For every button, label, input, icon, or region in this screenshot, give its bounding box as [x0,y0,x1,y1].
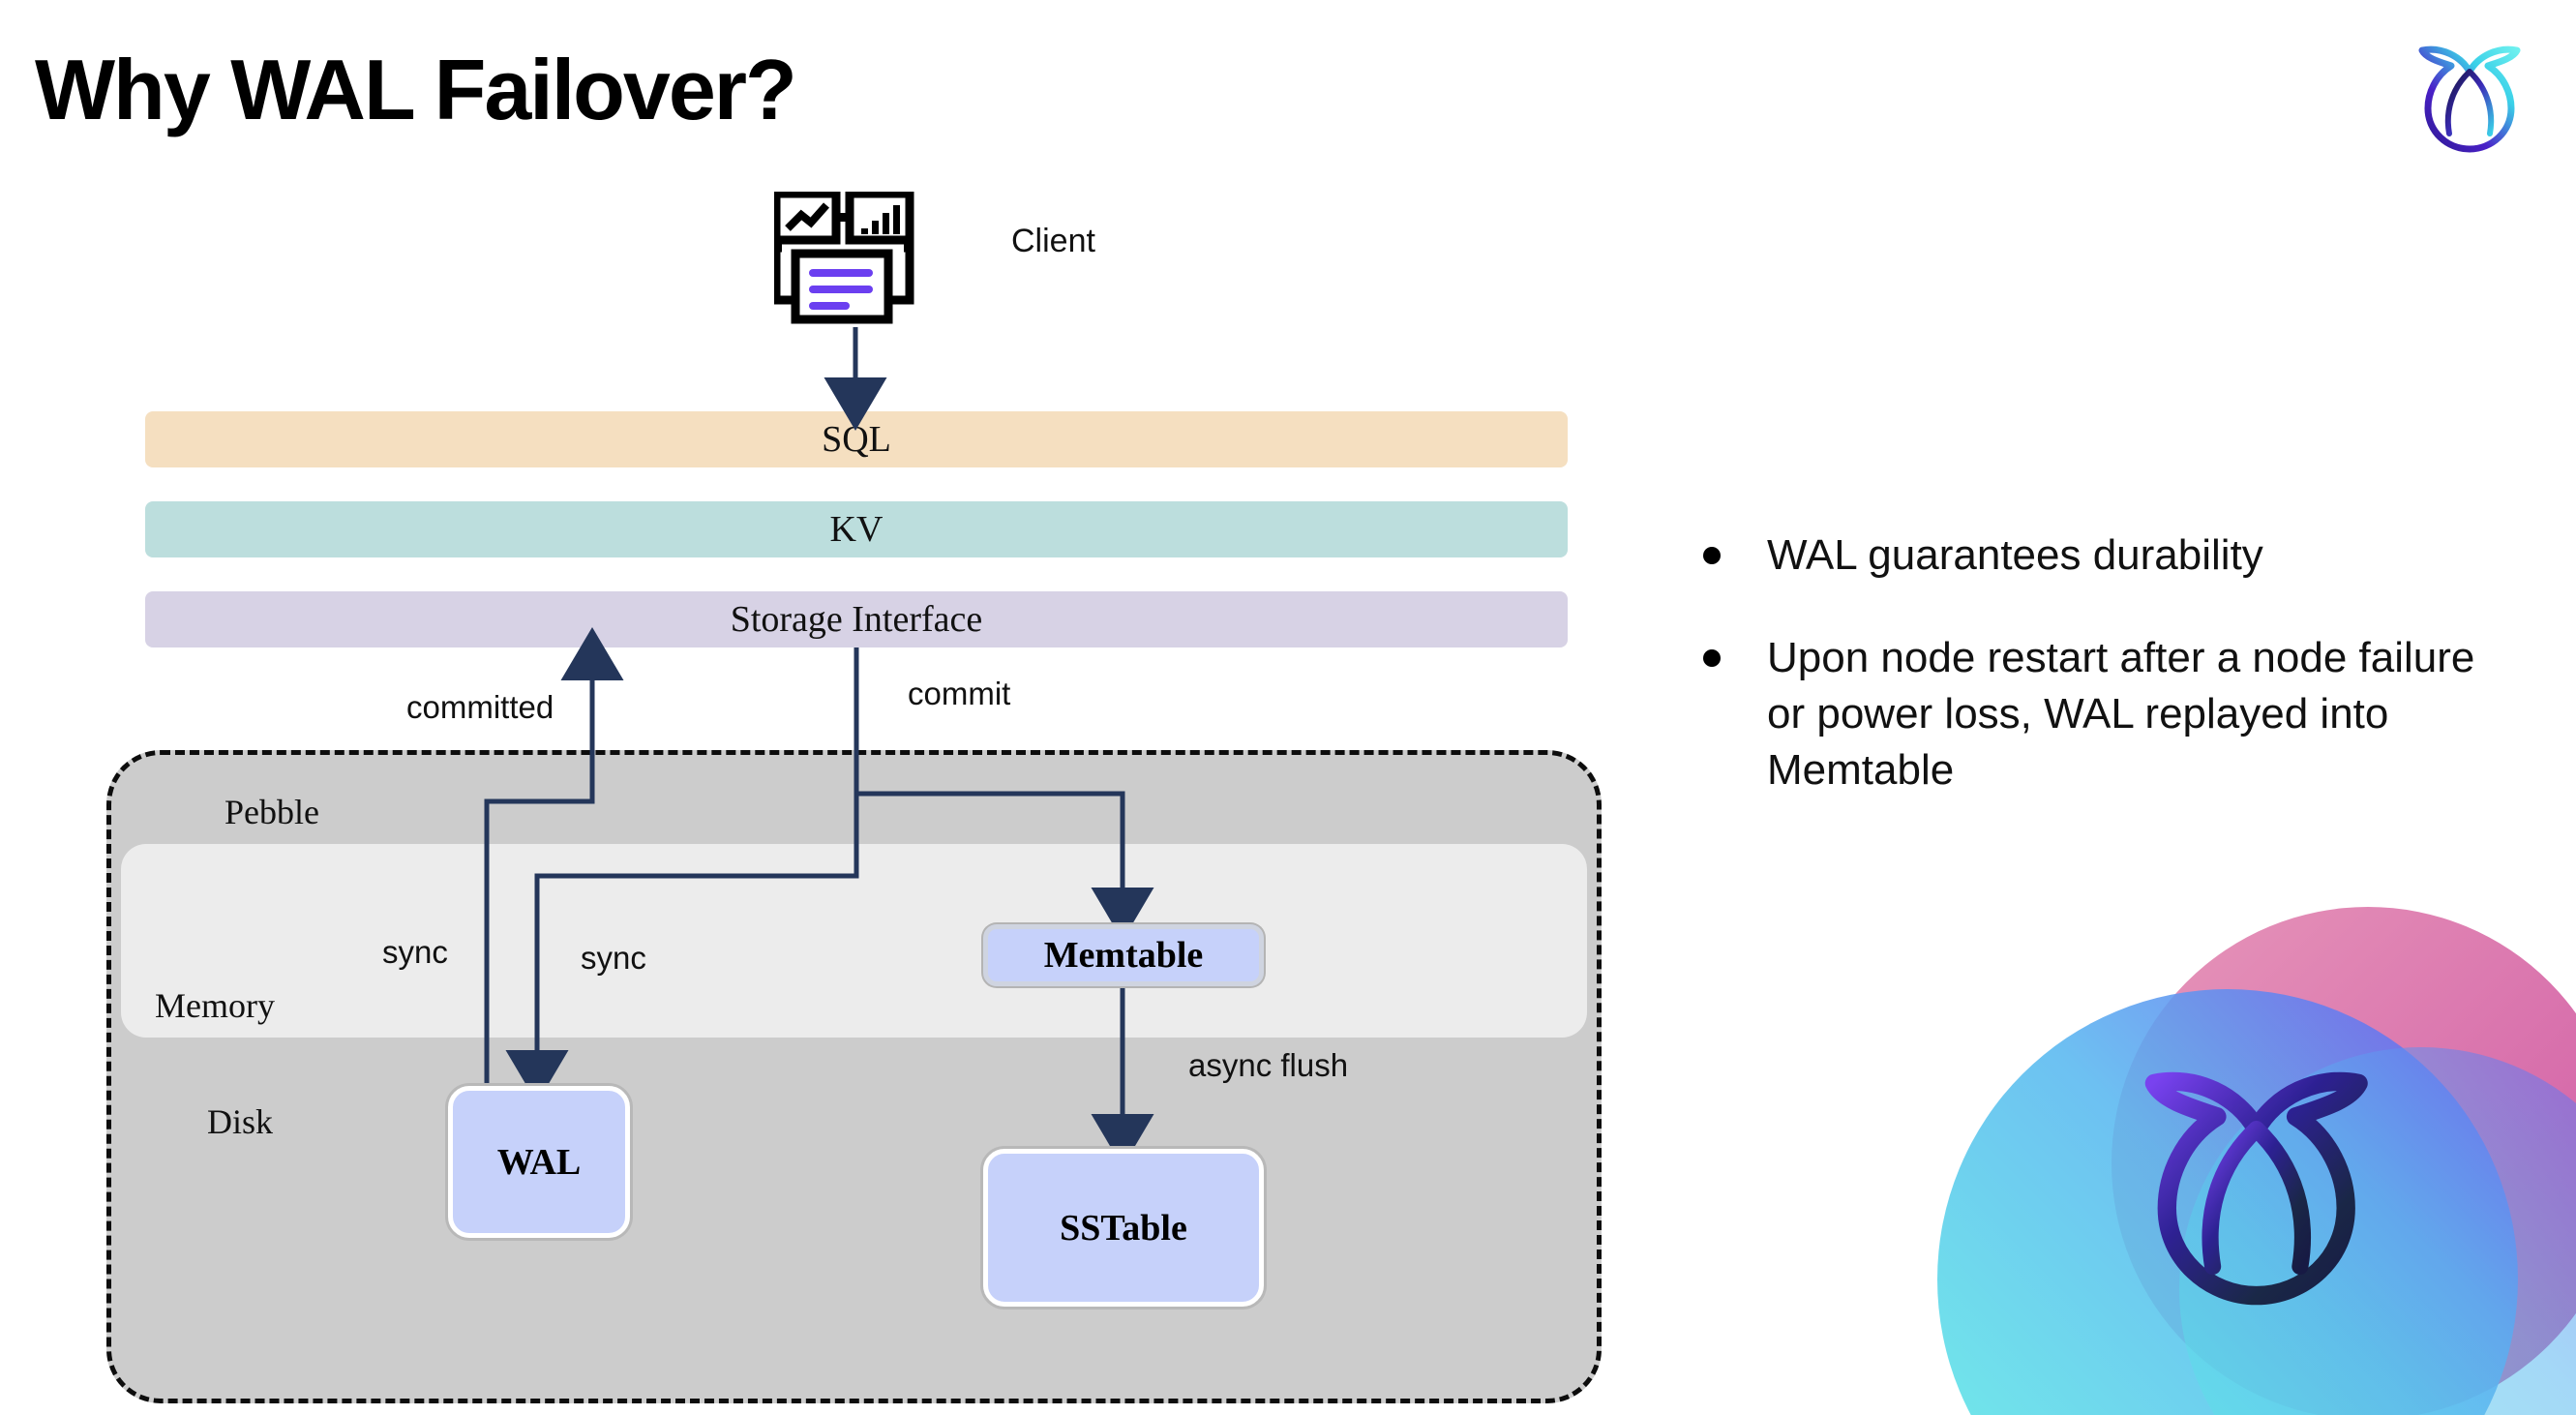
decorative-corner-graphic [1841,873,2576,1415]
bullet-dot-icon [1703,649,1721,668]
disk-label: Disk [207,1102,274,1141]
edge-label-sync-1: sync [382,934,448,970]
layer-kv: KV [145,501,1568,557]
bullet-text: Upon node restart after a node failure o… [1767,634,2475,795]
node-sstable: SSTable [983,1149,1264,1307]
node-memtable: Memtable [983,924,1264,986]
cockroachdb-logo-icon [2407,29,2532,155]
node-wal: WAL [448,1086,630,1238]
bullet-text: WAL guarantees durability [1767,531,2263,579]
edge-label-async-flush: async flush [1188,1047,1349,1083]
client-label: Client [1011,223,1095,259]
list-item: Upon node restart after a node failure o… [1703,630,2506,798]
layer-sql: SQL [145,411,1568,467]
edge-label-commit: commit [908,676,1011,711]
pebble-label: Pebble [225,793,319,831]
edge-label-sync-2: sync [581,940,646,976]
edge-label-committed: committed [406,689,554,725]
bullet-dot-icon [1703,547,1721,564]
memory-region [121,844,1587,1038]
bullet-list: WAL guarantees durability Upon node rest… [1703,527,2506,845]
layer-storage-interface: Storage Interface [145,591,1568,647]
client-dashboard-icon [771,189,929,327]
page-title: Why WAL Failover? [35,42,797,137]
list-item: WAL guarantees durability [1703,527,2506,584]
memory-label: Memory [155,986,275,1025]
